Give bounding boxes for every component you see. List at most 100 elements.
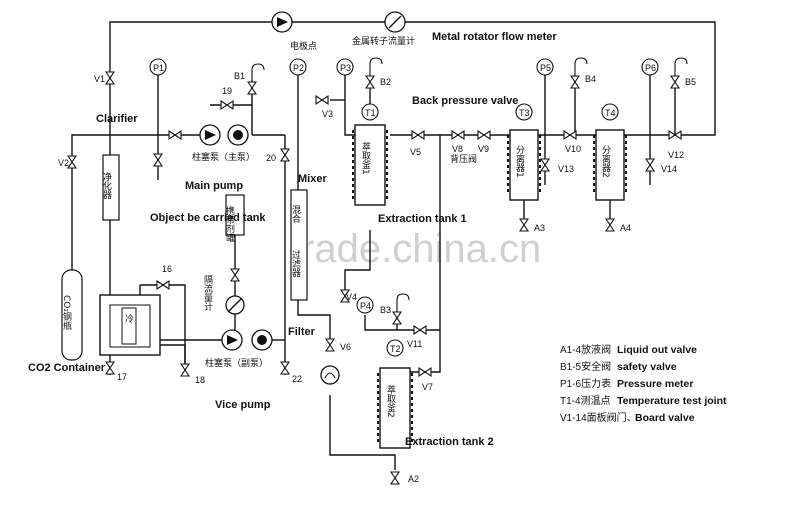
valve-18[interactable] bbox=[180, 363, 190, 377]
t1-label: T1 bbox=[365, 108, 376, 118]
v20-label: 20 bbox=[266, 153, 276, 163]
v12-label: V12 bbox=[668, 150, 684, 160]
valve-v11[interactable] bbox=[413, 325, 427, 335]
extraction-tank-2 bbox=[377, 367, 413, 449]
v18-label: 18 bbox=[195, 375, 205, 385]
legend-code-0: A1-4放液阀 bbox=[560, 343, 611, 356]
metal-rotator-flow-meter-icon bbox=[384, 11, 406, 33]
valve-20[interactable] bbox=[280, 148, 290, 162]
legend-code-3: T1-4测温点 bbox=[560, 394, 611, 407]
drain-valve-a2[interactable] bbox=[390, 471, 400, 485]
v19-label: 19 bbox=[222, 86, 232, 96]
b4-label: B4 bbox=[585, 74, 596, 84]
valve-v6[interactable] bbox=[325, 338, 335, 352]
valve-v13[interactable] bbox=[540, 158, 550, 172]
valve-v10[interactable] bbox=[563, 130, 577, 140]
v10-label: V10 bbox=[565, 144, 581, 154]
safety-valve-b1[interactable] bbox=[247, 63, 265, 95]
line-v4 bbox=[344, 230, 371, 300]
valve-17[interactable] bbox=[105, 361, 115, 375]
safety-valve-b3[interactable] bbox=[392, 293, 410, 325]
valve-v2[interactable] bbox=[67, 155, 77, 169]
v14-label: V14 bbox=[661, 164, 677, 174]
valve-v14[interactable] bbox=[645, 158, 655, 172]
t4-label: T4 bbox=[605, 108, 616, 118]
vice-flowmeter-icon bbox=[225, 295, 245, 315]
flow-meter-cn-label: 金属转子流量计 bbox=[352, 35, 415, 47]
main-pump-label: Main pump bbox=[185, 180, 243, 192]
t2-label: T2 bbox=[390, 344, 401, 354]
separator-2 bbox=[593, 129, 627, 201]
clarifier-vessel bbox=[102, 154, 120, 221]
v7-label: V7 bbox=[422, 382, 433, 392]
vice-pump bbox=[221, 329, 273, 351]
extraction-tank-1-label: Extraction tank 1 bbox=[378, 213, 467, 225]
p4-label: P4 bbox=[360, 301, 371, 311]
drain-valve-a3[interactable] bbox=[519, 218, 529, 232]
valve-22[interactable] bbox=[280, 361, 290, 375]
t3-label: T3 bbox=[519, 108, 530, 118]
cooler-coil bbox=[121, 307, 137, 345]
top-return-pipe bbox=[109, 21, 716, 136]
filter-label: Filter bbox=[288, 326, 316, 338]
vice-flowmeter-cn-label: 隔流量计 bbox=[202, 275, 213, 312]
valve-v9[interactable] bbox=[477, 130, 491, 140]
drain-valve-a4[interactable] bbox=[605, 218, 615, 232]
legend-code-1: B1-5安全阀 bbox=[560, 360, 611, 373]
valve-clarifier-inlet[interactable] bbox=[168, 130, 182, 140]
b3-label: B3 bbox=[380, 305, 391, 315]
v4-label: V4 bbox=[346, 292, 357, 302]
top-pump bbox=[271, 11, 293, 33]
tank2-bottom bbox=[329, 395, 396, 470]
v9-label: V9 bbox=[478, 144, 489, 154]
v11-label: V11 bbox=[407, 339, 422, 349]
b2-label: B2 bbox=[380, 77, 391, 87]
filter-cn-label: 过滤器 bbox=[290, 249, 301, 277]
main-pump bbox=[199, 124, 249, 146]
clarifier-label: Clarifier bbox=[96, 113, 138, 125]
vice-pump-label: Vice pump bbox=[215, 399, 271, 411]
filter-flowmeter-icon bbox=[320, 365, 340, 385]
separator-1-cn-label: 分离器1 bbox=[514, 145, 525, 178]
extraction-tank-2-cn-label: 萃取釜2 bbox=[385, 385, 396, 418]
co2-container-label: CO2 Container bbox=[28, 362, 106, 374]
v16-label: 16 bbox=[162, 264, 172, 274]
separator-1 bbox=[507, 129, 541, 201]
a2-label: A2 bbox=[408, 474, 419, 484]
cooler-loop bbox=[140, 284, 186, 370]
p5-label: P5 bbox=[540, 63, 551, 73]
valve-v7[interactable] bbox=[418, 367, 432, 377]
back-pressure-cn-label: 背压阀 bbox=[450, 153, 477, 165]
b5-label: B5 bbox=[685, 77, 696, 87]
valve-v8-back-pressure[interactable] bbox=[451, 130, 465, 140]
cooler-cn-label: 冷 bbox=[125, 313, 134, 325]
v22-label: 22 bbox=[292, 374, 302, 384]
watermark-text: trade.china.cn bbox=[290, 227, 541, 271]
p2-label: P2 bbox=[293, 63, 304, 73]
co2-cylinder bbox=[61, 269, 83, 361]
valve-16[interactable] bbox=[156, 280, 170, 290]
legend: A1-4放液阀 Liquid out valve B1-5安全阀 safety … bbox=[560, 343, 727, 424]
legend-label-1: safety valve bbox=[617, 361, 677, 373]
valve-object-tank[interactable] bbox=[230, 268, 240, 282]
v1-label: V1 bbox=[94, 74, 105, 84]
object-carried-tank bbox=[225, 194, 245, 236]
valve-p1-line[interactable] bbox=[153, 153, 163, 167]
p3-label: P3 bbox=[340, 63, 351, 73]
legend-label-4: Board valve bbox=[635, 412, 695, 424]
extraction-tank-2-label: Extraction tank 2 bbox=[405, 436, 494, 448]
mixer-cn-label: 混合 bbox=[290, 205, 301, 224]
legend-label-0: Liquid out valve bbox=[617, 344, 697, 356]
legend-code-2: P1-6压力表 bbox=[560, 377, 611, 390]
v3-label: V3 bbox=[322, 109, 333, 119]
valve-v1[interactable] bbox=[105, 71, 115, 85]
b1-label: B1 bbox=[234, 71, 245, 81]
v2-label: V2 bbox=[58, 158, 69, 168]
v6-label: V6 bbox=[340, 342, 351, 352]
valve-19[interactable] bbox=[220, 100, 234, 110]
clarifier-cn-label: 净化器 bbox=[101, 171, 112, 199]
valve-v5[interactable] bbox=[411, 130, 425, 140]
separator-2-cn-label: 分离器2 bbox=[600, 145, 611, 178]
valve-v3[interactable] bbox=[315, 95, 329, 105]
